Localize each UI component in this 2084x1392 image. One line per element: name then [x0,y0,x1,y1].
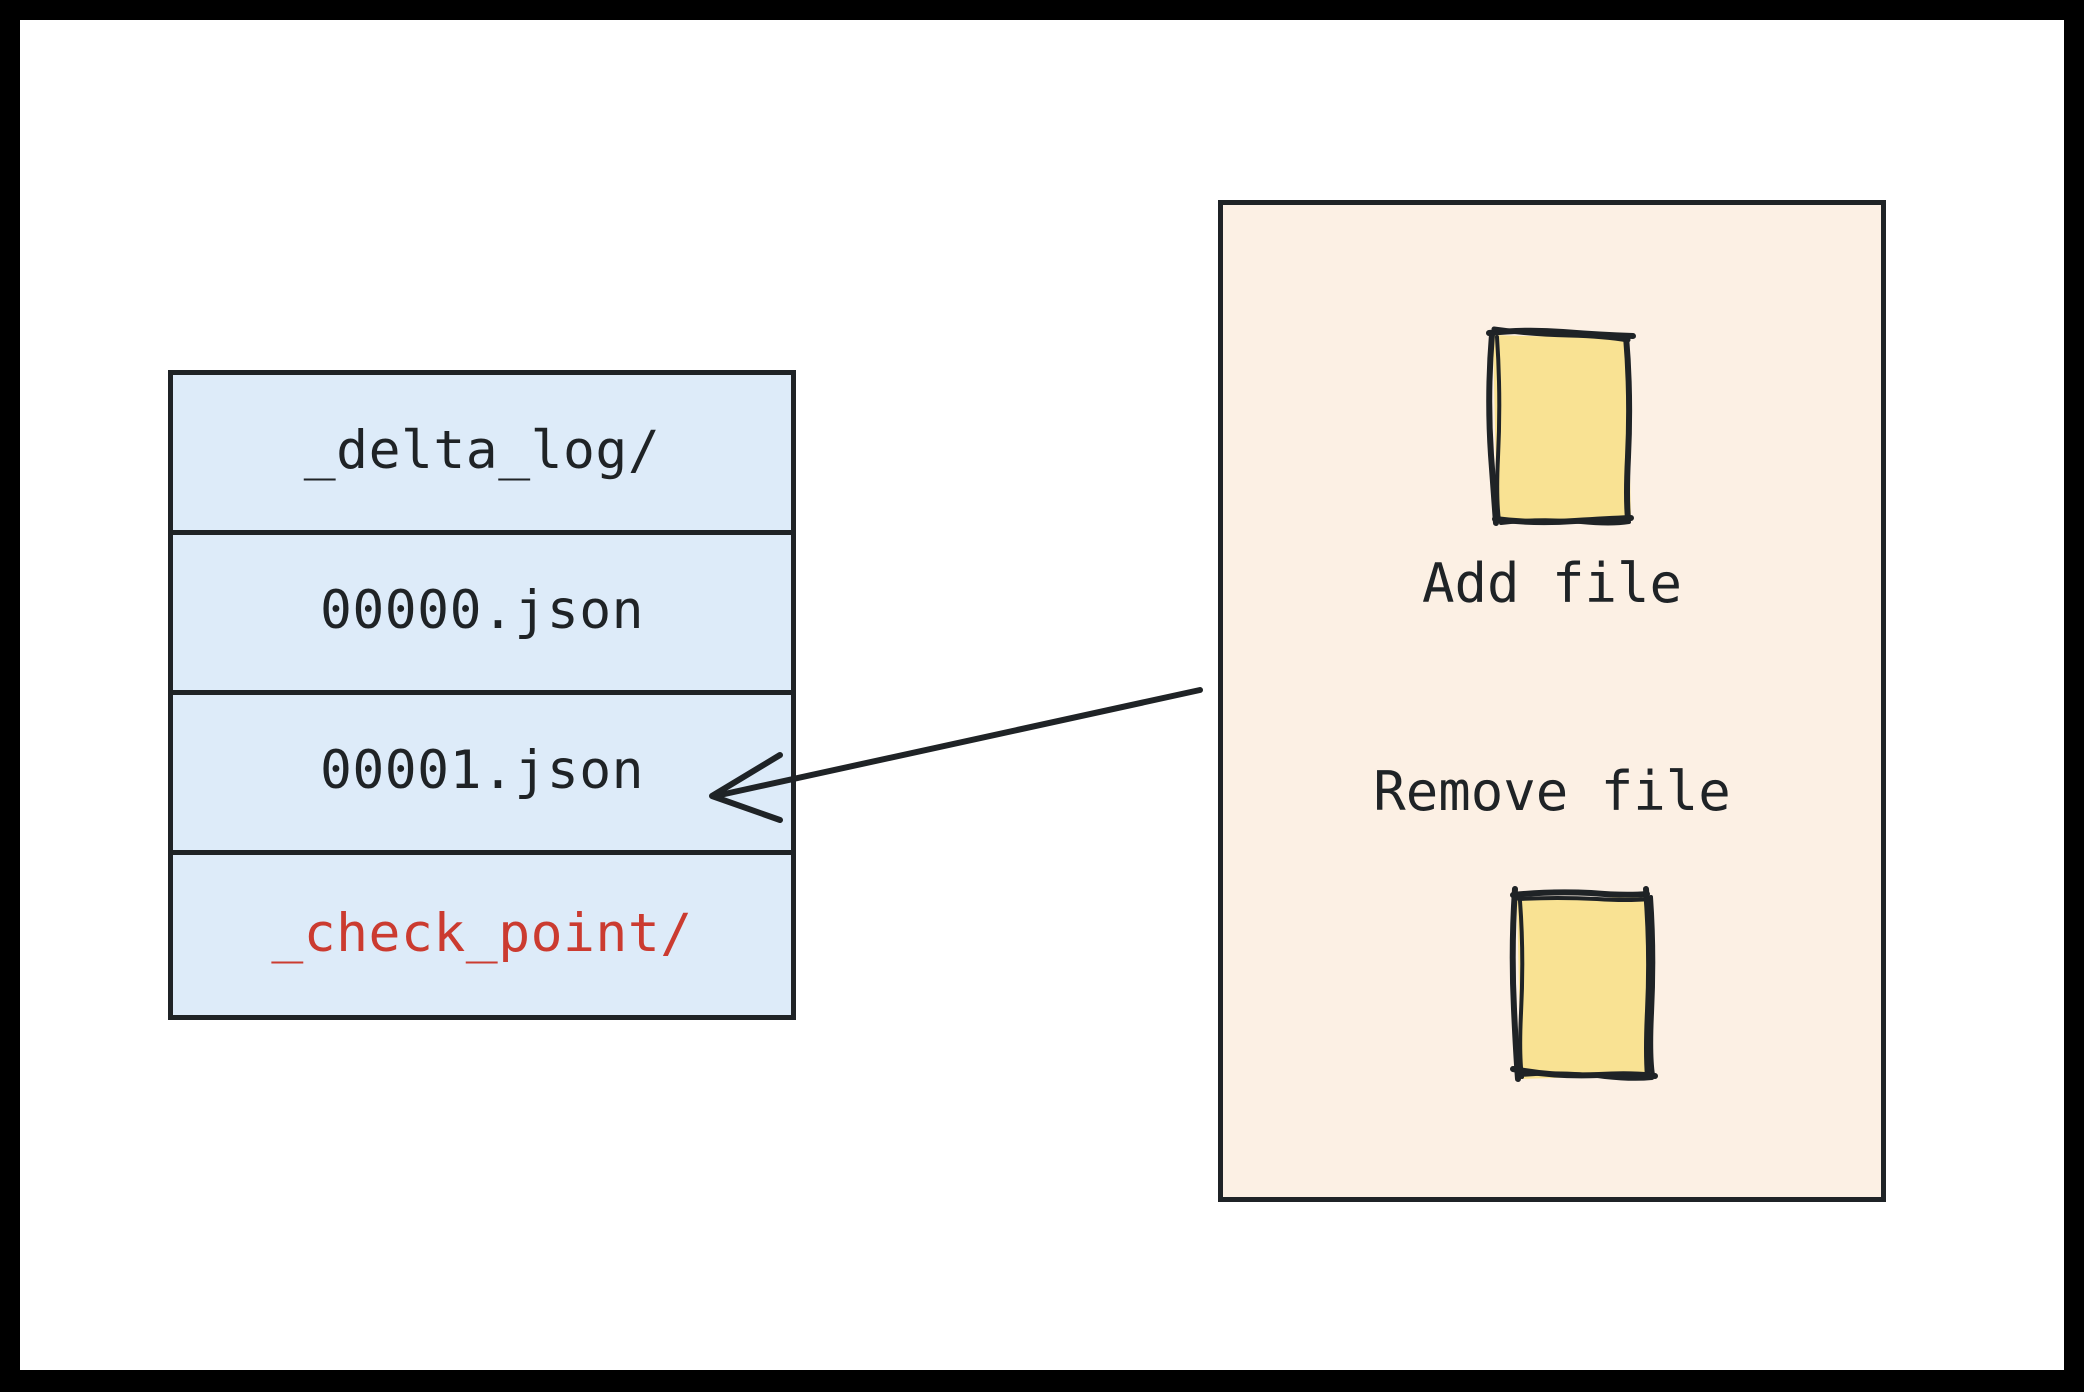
table-row[interactable]: _check_point/ [173,855,791,1015]
row-label-00000-json: 00000.json [319,580,645,641]
diagram-inner-page: _delta_log/ 00000.json 00001.json _check… [20,20,2064,1370]
row-label-check-point: _check_point/ [271,902,693,964]
table-row[interactable]: 00000.json [173,535,791,695]
table-row[interactable]: 00001.json [173,695,791,855]
add-file-label: Add file [1421,552,1683,615]
file-sketch-icon [1507,886,1658,1082]
table-row[interactable]: _delta_log/ [173,375,791,535]
file-sketch-icon [1485,325,1636,526]
remove-file-label: Remove file [1373,760,1731,823]
row-label-delta-log: _delta_log/ [303,420,661,481]
delta-log-directory-listing: _delta_log/ 00000.json 00001.json _check… [168,370,796,1020]
row-label-00001-json: 00001.json [319,740,645,801]
commit-actions-panel: Add file Remove file [1218,200,1886,1202]
